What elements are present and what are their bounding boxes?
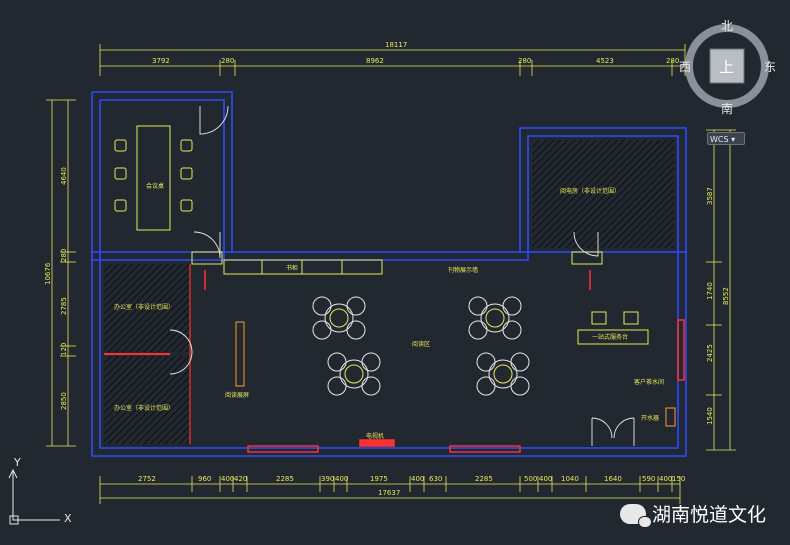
dim-top-seg: 8962 [366,57,384,65]
walls [91,91,687,457]
bookshelf [223,259,383,275]
viewcube-east[interactable]: 东 [764,60,776,74]
dim-bottom-overall: 17637 [378,489,400,497]
room-label: 办公室（非设计范围） [114,303,174,311]
dimension-bottom [99,476,681,504]
display-panel [235,321,245,387]
dim-bottom-seg: 590 [642,475,655,483]
dim-top-seg: 280 [518,57,531,65]
viewcube-south[interactable]: 南 [721,101,733,116]
room-label: 书柜 [286,264,298,272]
dim-right-seg: 2425 [706,344,714,362]
dimension-right [706,129,736,451]
dim-bottom-seg: 390 [321,475,334,483]
wechat-icon [619,503,652,528]
room-label: 会议桌 [146,182,164,190]
dim-right-seg: 3587 [706,187,714,205]
coord-system-dropdown[interactable]: WCS ▾ [707,132,745,145]
room-label: 客户茶水间 [634,378,664,386]
dim-bottom-seg: 1640 [604,475,622,483]
room-label: 刊物展示墙 [448,266,478,274]
windows [247,319,685,453]
room-label: 阅读展屏 [225,391,249,399]
coord-system-label[interactable]: WCS [710,135,729,144]
watermark-text: 湖南悦道文化 [651,504,766,526]
dim-bottom-seg: 150 [672,475,685,483]
hatched-room-reading [532,140,674,248]
dim-left-seg: 120 [60,343,68,356]
watermark: 湖南悦道文化 [619,500,766,528]
dim-bottom-seg: 2752 [138,475,156,483]
meeting-table-group[interactable] [114,125,193,231]
dim-bottom-seg: 960 [198,475,211,483]
room-label: 电视机 [366,432,384,440]
dim-bottom-seg: 2285 [475,475,493,483]
doors[interactable] [169,105,635,446]
dim-right-seg: 1540 [706,407,714,425]
room-label: 阅电房（非设计范围） [560,187,620,195]
dim-bottom-seg: 500 [524,475,537,483]
viewcube-west[interactable]: 西 [679,60,691,74]
dim-left-seg: 4640 [60,167,68,185]
dim-bottom-seg: 420 [234,475,247,483]
ucs-x-label: X [64,512,72,525]
dim-right-overall: 8552 [722,287,730,305]
dim-top-seg: 4523 [596,57,614,65]
chevron-down-icon[interactable]: ▾ [731,135,736,144]
room-label: 办公室（非设计范围） [114,404,174,412]
dim-bottom-seg: 400 [221,475,234,483]
dim-top-seg: 3792 [152,57,170,65]
hatched-room-office-2 [104,356,190,444]
room-label: 一站式服务台 [592,333,628,341]
dim-left-seg: 2850 [60,392,68,410]
service-desk[interactable] [577,311,649,345]
dim-top-seg: 280 [221,57,234,65]
viewcube-face[interactable]: 上 [719,58,734,76]
room-label: 阅读区 [412,340,430,348]
dim-left-overall: 10676 [44,262,52,285]
dim-bottom-seg: 2285 [276,475,294,483]
dimension-left [46,99,76,447]
dim-top-seg: 280 [666,57,679,65]
entrances [191,251,603,265]
dim-left-seg: 280 [60,249,68,262]
ucs-icon [8,468,60,525]
dim-bottom-seg: 400 [335,475,348,483]
dim-top-overall: 18117 [385,41,407,49]
hatched-room-office-1 [104,264,190,352]
viewcube-north[interactable]: 北 [721,19,733,33]
dim-bottom-seg: 630 [429,475,442,483]
round-tables[interactable] [312,296,530,396]
dim-bottom-seg: 400 [411,475,424,483]
dim-bottom-seg: 400 [659,475,672,483]
room-label: 开水器 [641,414,659,422]
viewcube[interactable]: 上 北 南 东 西 [679,19,776,116]
dim-bottom-seg: 1975 [370,475,388,483]
water-dispenser [665,407,676,427]
ucs-y-label: Y [13,456,21,469]
dimension-top [99,44,686,76]
dim-right-seg: 1740 [706,282,714,300]
dim-bottom-seg: 400 [539,475,552,483]
dim-bottom-seg: 1040 [561,475,579,483]
dim-left-seg: 2785 [60,297,68,315]
